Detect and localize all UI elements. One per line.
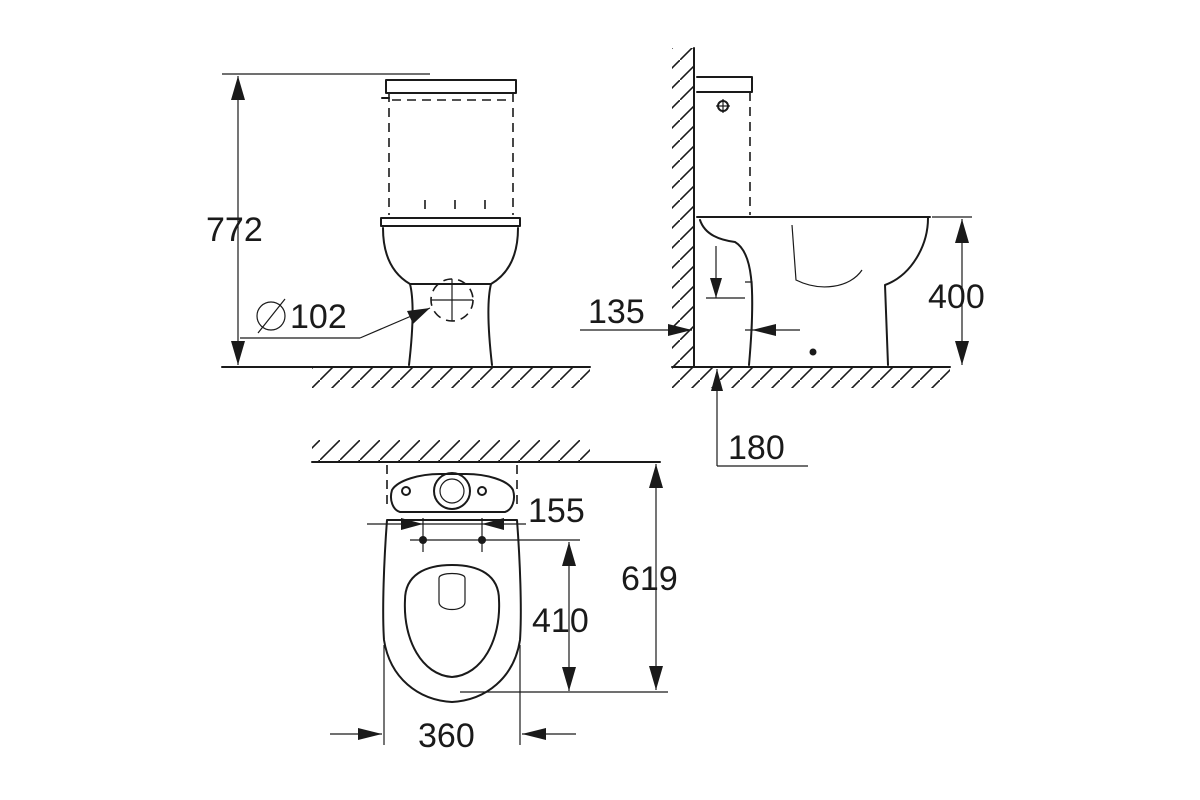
diameter-label: 102 — [290, 298, 347, 336]
height-arrow-bottom — [231, 341, 245, 365]
outlet-distance-arrow — [711, 369, 723, 391]
outlet-distance-label: 180 — [728, 429, 785, 467]
front-tank — [381, 79, 517, 215]
top-bowl — [382, 519, 522, 703]
height-arrow-top — [231, 76, 245, 100]
bowl-height-arrow-top — [955, 219, 969, 243]
front-view: 772 102 — [206, 73, 591, 388]
width-label: 360 — [418, 717, 475, 755]
wall-distance-arrow-left — [668, 324, 692, 336]
fixing-spacing-label: 155 — [528, 492, 585, 530]
wall-distance-label: 135 — [588, 293, 645, 331]
side-bowl — [696, 216, 931, 366]
total-depth-label: 619 — [621, 560, 678, 598]
fixing-spacing-arrow-right — [482, 518, 504, 530]
width-arrow-right — [522, 728, 546, 740]
side-tank — [696, 76, 753, 215]
diameter-leader — [240, 298, 431, 339]
total-depth-arrow-bottom — [649, 666, 663, 690]
width-arrow-left — [358, 728, 382, 740]
side-view: 135 400 180 — [580, 47, 985, 467]
front-floor-hatch — [312, 368, 590, 388]
bowl-height-label: 400 — [928, 278, 985, 316]
top-tank — [386, 465, 518, 513]
fixing-depth-arrow-bottom — [562, 667, 576, 691]
top-view: 155 410 619 360 — [311, 440, 678, 755]
outlet-circle — [430, 278, 474, 322]
bowl-height-arrow-bottom — [955, 341, 969, 365]
wall-hatch — [672, 48, 693, 367]
flush-button-icon — [716, 99, 730, 113]
side-inner-arrow — [710, 278, 722, 298]
fixing-depth-arrow-top — [562, 542, 576, 566]
front-bowl — [380, 217, 521, 366]
fixing-depth-label: 410 — [532, 602, 589, 640]
top-flush-button-icon — [433, 472, 471, 510]
height-label: 772 — [206, 211, 263, 249]
top-wall-hatch — [312, 440, 590, 461]
side-floor-hatch — [672, 368, 950, 388]
fixing-spacing-arrow-left — [401, 518, 423, 530]
diameter-symbol-icon — [256, 301, 286, 331]
wall-distance-arrow-right — [752, 324, 776, 336]
total-depth-arrow-top — [649, 464, 663, 488]
